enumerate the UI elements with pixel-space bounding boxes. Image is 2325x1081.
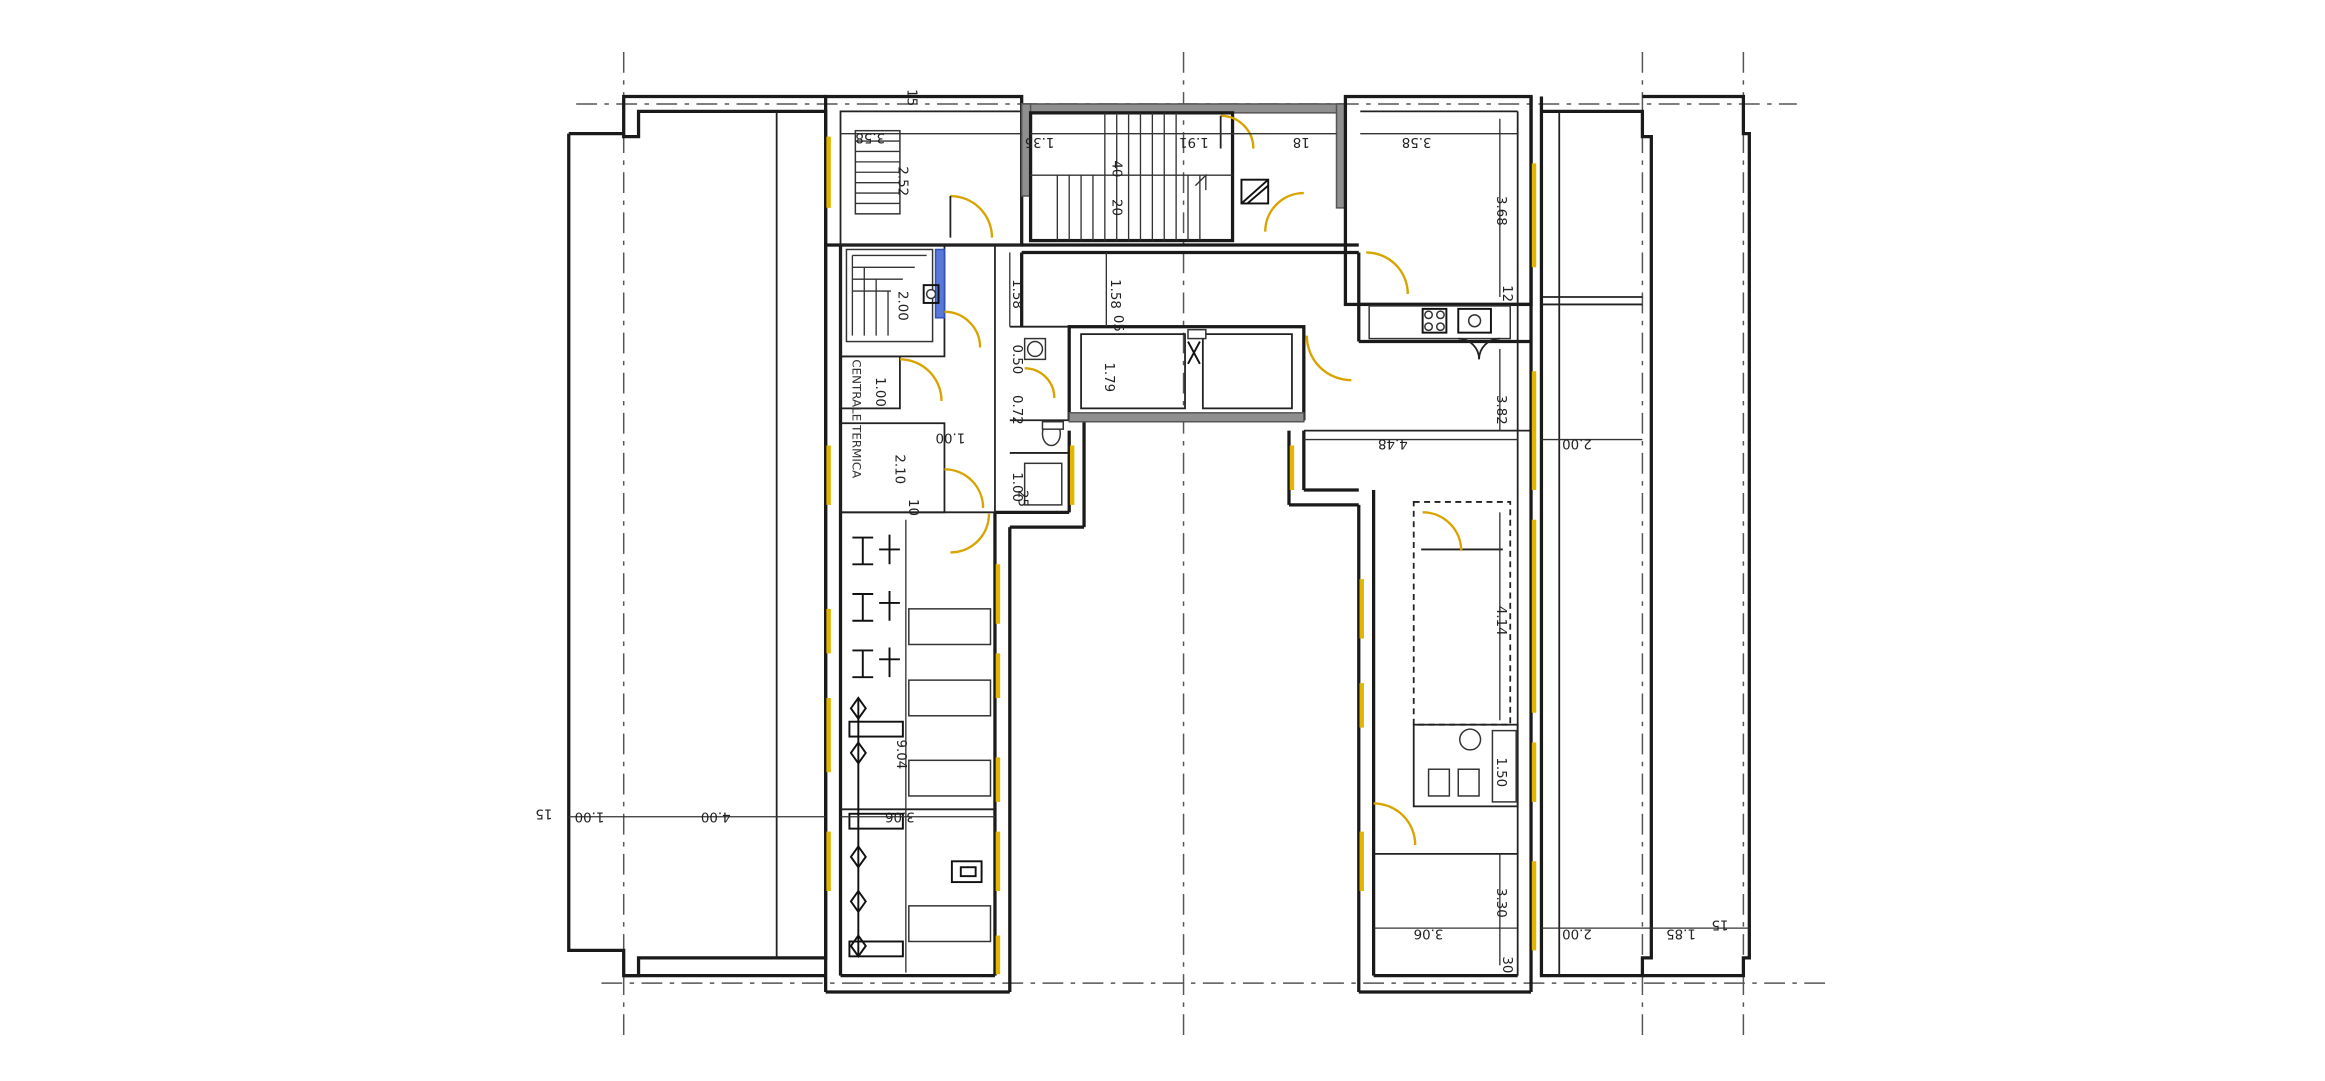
dim-balcony-a: 2.00 (1562, 436, 1592, 451)
dim-thin-e: 10 (905, 499, 920, 516)
dim-right-offset: 15 (1712, 917, 1729, 932)
dim-sauna-width: 3.58 (855, 130, 885, 145)
dimension-labels: 15 15 1.00 4.00 3.06 9.04 3.58 2.52 1.35… (535, 89, 1728, 973)
dim-thin-h: 30 (1499, 956, 1514, 973)
dim-right-band: 1.85 (1666, 926, 1696, 941)
dim-gym-width: 3.06 (885, 808, 915, 823)
dim-right-b-depth: 3.82 (1493, 395, 1508, 425)
dim-corridor-b: 1.58 (1107, 279, 1122, 309)
dim-right-a-depth: 3.68 (1493, 196, 1508, 226)
dim-wc-b: 0.72 (1009, 395, 1024, 425)
gym-equipment (848, 534, 992, 959)
right-block (1287, 94, 1533, 994)
dim-right-a-width: 3.58 (1402, 134, 1432, 149)
doors (899, 114, 1500, 845)
dim-right-c-depth: 4.14 (1493, 606, 1508, 636)
lift-core (1020, 243, 1359, 423)
dim-left-offset: 15 (535, 805, 552, 820)
wc-furniture (1023, 337, 1065, 506)
dim-right-d-width: 3.06 (1414, 926, 1444, 941)
dim-top-thickness: 15 (903, 89, 918, 106)
dim-right-b-width: 4.48 (1378, 436, 1408, 451)
dim-small-b: 2.00 (894, 291, 909, 321)
dim-thin-b: 25 (1015, 490, 1030, 507)
center-left-block (824, 94, 1086, 994)
dim-thin-a: 12 (1499, 285, 1514, 302)
axis-lines (576, 51, 1827, 1040)
dim-gym-length: 9.04 (893, 740, 908, 770)
dim-small-a: 1.00 (872, 377, 887, 407)
dim-sauna-depth: 2.52 (894, 166, 909, 196)
dim-corridor-a: 1.58 (1009, 279, 1024, 309)
right-wing (1539, 94, 1751, 978)
dim-stair-run: 1.91 (1179, 134, 1209, 149)
sauna-furniture (845, 129, 946, 343)
dim-thin-f: 05 (1110, 315, 1125, 332)
dim-thin-g: 20 (1108, 199, 1123, 216)
dim-thin-d: 40 (1108, 160, 1123, 177)
dim-right-d-depth: 3.30 (1493, 888, 1508, 918)
windows (826, 136, 1537, 975)
dim-wc-c: 1.00 (1009, 472, 1024, 502)
dim-left-room: 4.00 (701, 808, 731, 823)
dim-wc-a: 0.50 (1009, 345, 1024, 375)
room-label-centrale-termica: CENTRALE TERMICA (849, 359, 863, 479)
dim-lift-core: 1.79 (1101, 362, 1116, 392)
dim-left-band: 1.00 (575, 808, 605, 823)
dimension-lines (568, 118, 1750, 973)
dim-balcony-b: 2.00 (1562, 926, 1592, 941)
left-wing (567, 94, 828, 978)
dim-small-d: 1.00 (936, 430, 966, 445)
dim-bath-depth: 1.50 (1493, 757, 1508, 787)
dim-stair-landing: 1.35 (1025, 134, 1055, 149)
dim-small-c: 2.10 (891, 454, 906, 484)
dim-thin-c: 18 (1293, 134, 1310, 149)
